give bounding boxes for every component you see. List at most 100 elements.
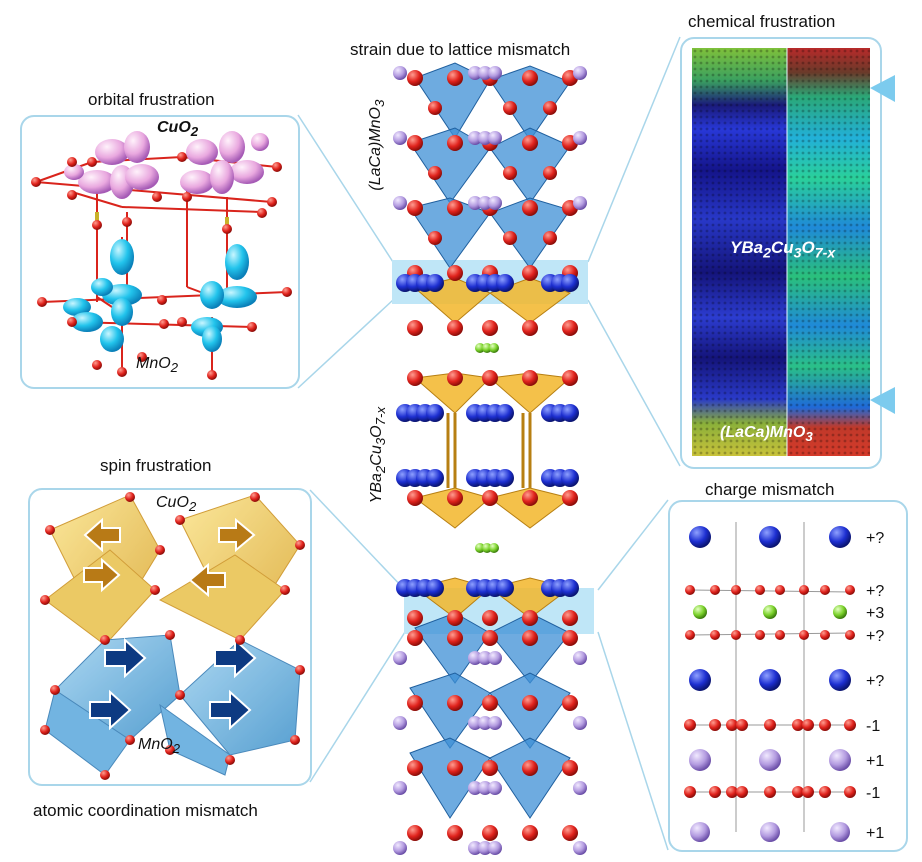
oxygen-atom — [726, 786, 738, 798]
lacamno-cation — [478, 651, 492, 665]
oxygen-atom — [736, 786, 748, 798]
oxygen-atom — [562, 610, 578, 626]
yttrium-atom — [475, 343, 485, 353]
oxygen-atom — [522, 370, 538, 386]
lacamno-cation — [468, 131, 482, 145]
barium-atom — [561, 404, 579, 422]
oxygen-atom — [543, 101, 557, 115]
lacamno-cation — [488, 196, 502, 210]
lacamno-cation — [393, 716, 407, 730]
barium-atom — [689, 526, 711, 548]
oxygen-atom — [407, 320, 423, 336]
lacamno-cation — [468, 841, 482, 855]
oxygen-atom — [562, 490, 578, 506]
chemical-map-center-label: YBa2Cu3O7-x — [730, 238, 836, 262]
yttrium-atom — [482, 543, 492, 553]
valence-label: -1 — [866, 785, 880, 802]
oxygen-atom — [710, 630, 720, 640]
yttrium-atom — [482, 343, 492, 353]
oxygen-atom — [522, 630, 538, 646]
oxygen-atom — [447, 370, 463, 386]
lacamno-cation — [573, 196, 587, 210]
lacamno-cation — [488, 131, 502, 145]
crystal-column — [392, 62, 594, 855]
yttrium-atom — [475, 543, 485, 553]
oxygen-atom — [844, 786, 856, 798]
lacamno-cation — [829, 749, 851, 771]
oxygen-atom — [799, 585, 809, 595]
lacamno-cation — [468, 716, 482, 730]
valence-label: -1 — [866, 718, 880, 735]
lacamno-cation — [478, 66, 492, 80]
lacamno-cation — [573, 781, 587, 795]
valence-label: +1 — [866, 825, 884, 842]
lacamno-cation — [573, 131, 587, 145]
oxygen-atom — [407, 760, 423, 776]
oxygen-atom — [447, 490, 463, 506]
oxygen-atom — [503, 101, 517, 115]
barium-atom — [759, 526, 781, 548]
heading-chemical: chemical frustration — [688, 12, 836, 31]
lacamno-cation — [573, 716, 587, 730]
manganite-column-label: (LaCa)MnO3 — [366, 99, 388, 191]
oxygen-atom — [503, 166, 517, 180]
oxygen-atom — [447, 200, 463, 216]
yttrium-atom — [489, 343, 499, 353]
lacamno-cation — [690, 822, 710, 842]
oxygen-atom — [407, 135, 423, 151]
charge-panel: +?+?+3+?+?-1+1-1+1 — [668, 500, 908, 852]
oxygen-atom — [522, 265, 538, 281]
lacamno-cation — [488, 66, 502, 80]
oxygen-atom — [709, 719, 721, 731]
oxygen-atom — [755, 630, 765, 640]
oxygen-atom — [482, 630, 498, 646]
oxygen-atom — [482, 825, 498, 841]
orbital-bottom-layer-label: MnO2 — [136, 355, 179, 376]
oxygen-atom — [562, 695, 578, 711]
valence-label: +? — [866, 673, 884, 690]
heading-spin: spin frustration — [100, 456, 212, 475]
yttrium-atom — [833, 605, 847, 619]
lacamno-cation — [760, 822, 780, 842]
oxygen-atom — [522, 610, 538, 626]
oxygen-atom — [447, 265, 463, 281]
lacamno-cation — [478, 841, 492, 855]
charge-stack: +?+?+3+?+?-1+1-1+1 — [684, 522, 884, 842]
lacamno-cation — [573, 66, 587, 80]
oxygen-atom — [407, 630, 423, 646]
valence-label: +? — [866, 583, 884, 600]
oxygen-atom — [447, 630, 463, 646]
oxygen-atom — [775, 585, 785, 595]
spin-top-layer-label: CuO2 — [156, 494, 197, 515]
lacamno-cation — [573, 651, 587, 665]
orbital-top-layer-label: CuO2 — [157, 119, 199, 140]
oxygen-atom — [482, 370, 498, 386]
oxygen-atom — [522, 760, 538, 776]
oxygen-atom — [407, 695, 423, 711]
oxygen-atom — [731, 630, 741, 640]
oxygen-atom — [447, 70, 463, 86]
oxygen-atom — [755, 585, 765, 595]
oxygen-atom — [522, 825, 538, 841]
oxygen-atom — [407, 70, 423, 86]
lacamno-cation — [468, 651, 482, 665]
oxygen-atom — [482, 320, 498, 336]
interface-marker-bottom — [870, 387, 895, 414]
oxygen-atom — [819, 719, 831, 731]
oxygen-atom — [522, 135, 538, 151]
oxygen-atom — [709, 786, 721, 798]
orbital-lattice — [31, 131, 292, 380]
oxygen-atom — [522, 695, 538, 711]
oxygen-atom — [710, 585, 720, 595]
oxygen-atom — [562, 370, 578, 386]
heading-charge: charge mismatch — [705, 480, 835, 499]
valence-label: +? — [866, 530, 884, 547]
barium-atom — [496, 579, 514, 597]
orbital-panel: CuO2 MnO2 — [20, 115, 300, 389]
oxygen-atom — [792, 719, 804, 731]
lacamno-cation — [573, 841, 587, 855]
oxygen-atom — [799, 630, 809, 640]
yttrium-atom — [763, 605, 777, 619]
oxygen-atom — [447, 760, 463, 776]
oxygen-atom — [522, 490, 538, 506]
